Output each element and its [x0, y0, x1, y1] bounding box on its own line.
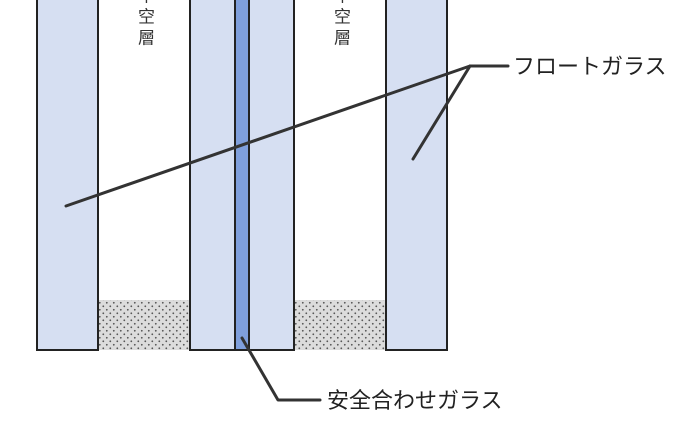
laminated-glass-leader-line: [240, 336, 322, 402]
spacer-left: [98, 300, 190, 350]
laminated-glass-pane-inner-left: [189, 0, 236, 351]
float-glass-label: フロートガラス: [513, 55, 667, 80]
laminated-glass-pane-inner-right: [248, 0, 295, 351]
float-glass-pane-left: [36, 0, 99, 351]
laminated-glass-interlayer: [234, 0, 250, 351]
hollow-layer-label-left: 中空層: [134, 0, 155, 50]
float-glass-leader-branch: [411, 64, 472, 161]
hollow-layer-label-right: 中空層: [330, 0, 351, 50]
laminated-glass-label: 安全合わせガラス: [327, 389, 503, 414]
float-glass-pane-right: [385, 0, 448, 351]
spacer-right: [294, 300, 386, 350]
